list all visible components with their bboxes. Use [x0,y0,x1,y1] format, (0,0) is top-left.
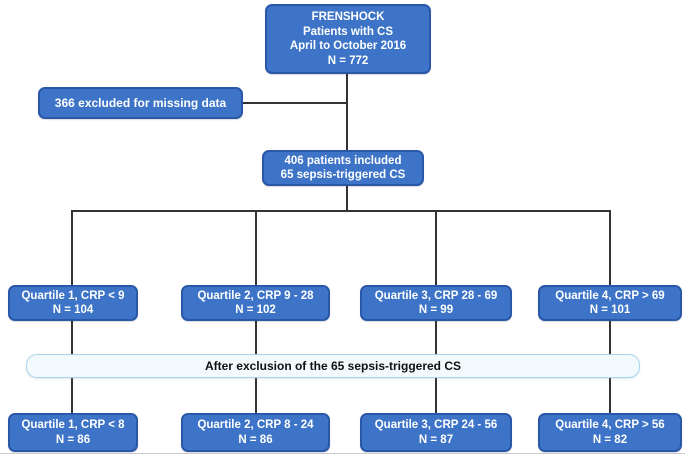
quartile-title: Quartile 1, CRP < 9 [21,289,125,302]
connector-drop-q3 [435,210,437,285]
connector-drop-q2 [255,210,257,285]
quartile-title: Quartile 2, CRP 8 - 24 [197,419,314,431]
frenshock-population: Patients with CS [302,25,394,38]
quartile-title: Quartile 4, CRP > 69 [555,289,665,302]
frenshock-cohort-box: FRENSHOCK Patients with CS April to Octo… [265,4,431,74]
frenshock-title: FRENSHOCK [311,11,385,23]
quartile3-after-box: Quartile 3, CRP 24 - 56 N = 87 [360,413,512,452]
quartile-n: N = 99 [418,304,454,316]
connector-q4-to-band [609,321,611,355]
exclusion-band-label: After exclusion of the 65 sepsis-trigger… [204,359,462,373]
quartile-n: N = 101 [589,304,631,316]
connector-included-to-branch [346,186,348,212]
connector-band-to-q1b [71,378,73,414]
quartile-n: N = 87 [418,433,454,446]
quartile-n: N = 82 [592,433,628,446]
quartile-n: N = 104 [52,304,94,316]
quartile4-initial-box: Quartile 4, CRP > 69 N = 101 [538,285,682,321]
excluded-label: 366 excluded for missing data [54,95,227,110]
quartile4-after-box: Quartile 4, CRP > 56 N = 82 [538,413,682,452]
included-sepsis: 65 sepsis-triggered CS [280,169,406,181]
quartile-title: Quartile 4, CRP > 56 [555,419,665,431]
exclusion-band: After exclusion of the 65 sepsis-trigger… [26,354,640,378]
frenshock-period: April to October 2016 [289,40,407,52]
quartile-title: Quartile 2, CRP 9 - 28 [197,289,314,302]
connector-drop-q1 [71,210,73,285]
included-box: 406 patients included 65 sepsis-triggere… [262,150,424,186]
connector-drop-q4 [609,210,611,285]
quartile3-initial-box: Quartile 3, CRP 28 - 69 N = 99 [360,285,512,321]
quartile-title: Quartile 3, CRP 28 - 69 [374,289,498,302]
connector-q3-to-band [435,321,437,355]
quartile-title: Quartile 1, CRP < 8 [21,419,125,431]
connector-band-to-q2b [255,378,257,414]
connector-q2-to-band [255,321,257,355]
quartile2-after-box: Quartile 2, CRP 8 - 24 N = 86 [181,413,330,452]
included-count: 406 patients included [284,154,402,167]
connector-branch-horizontal [71,210,611,212]
connector-q1-to-band [71,321,73,355]
connector-excluded-branch [243,102,348,104]
connector-band-to-q3b [435,378,437,414]
excluded-box: 366 excluded for missing data [38,87,243,119]
connector-top-to-included [346,74,348,151]
frenshock-n: N = 772 [327,54,369,67]
quartile-title: Quartile 3, CRP 24 - 56 [374,419,498,431]
connector-band-to-q4b [609,378,611,414]
quartile1-after-box: Quartile 1, CRP < 8 N = 86 [8,413,138,452]
figure-bottom-rule [0,453,685,454]
quartile-n: N = 86 [55,433,91,446]
quartile2-initial-box: Quartile 2, CRP 9 - 28 N = 102 [181,285,330,321]
quartile-n: N = 102 [235,304,276,316]
quartile-n: N = 86 [238,433,273,446]
quartile1-initial-box: Quartile 1, CRP < 9 N = 104 [8,285,138,321]
